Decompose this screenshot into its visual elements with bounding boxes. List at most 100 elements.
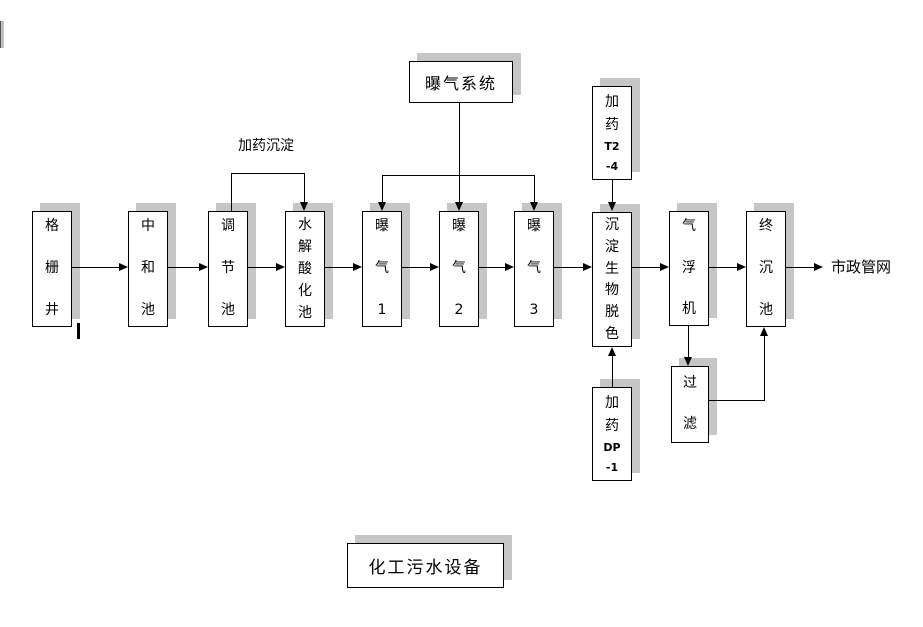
box-hydrolysis-line: 化 (298, 283, 312, 299)
cursor-mark (77, 323, 80, 339)
arrowhead-right-icon (430, 263, 439, 271)
box-aeration-1-line: 气 (375, 260, 389, 276)
arrowhead-right-icon (814, 263, 823, 271)
box-aeration-1: 曝 气 1 (362, 211, 402, 327)
connector-finalpool-municipal (786, 267, 814, 268)
box-hydrolysis-line: 解 (298, 239, 312, 255)
arrowhead-down-icon (608, 202, 616, 211)
connector-aeration1-aeration2 (402, 267, 430, 268)
box-dosing-dp-1-line: 加 (605, 395, 619, 411)
connector-aeration-system-horizontal (382, 175, 535, 176)
box-sedimentation-line: 生 (605, 260, 619, 277)
arrowhead-up-icon (760, 327, 768, 336)
box-aeration-1-line: 曝 (375, 218, 389, 234)
box-hydrolysis-acidification-pool: 水 解 酸 化 池 (285, 211, 325, 327)
box-neutralization-line: 中 (141, 218, 155, 234)
box-final-sedimentation-line: 池 (759, 302, 773, 318)
box-air-flotation-line: 机 (682, 301, 696, 317)
box-filtration: 过 滤 (671, 366, 709, 443)
box-neutralization-line: 和 (141, 260, 155, 276)
box-sedimentation-line: 色 (605, 325, 619, 342)
box-air-flotation-line: 浮 (682, 259, 696, 276)
box-dosing-t2-4: 加 药 T2 -4 (592, 86, 632, 180)
connector-hydrolysis-aeration1 (325, 267, 353, 268)
arrowhead-right-icon (583, 263, 592, 271)
box-air-flotation-line: 气 (682, 218, 696, 234)
box-regulating-line: 节 (221, 260, 235, 276)
box-dosing-dp-1-line: DP (603, 441, 621, 454)
box-hydrolysis-line: 水 (298, 217, 312, 233)
box-dosing-dp-1-line: 药 (605, 418, 619, 434)
aeration-system-label: 曝气系统 (424, 74, 497, 93)
connector-dosing-right-drop (304, 173, 305, 202)
box-dosing-t2-4-line: T2 (604, 140, 620, 153)
box-dosing-t2-4-line: 药 (605, 117, 619, 133)
box-dosing-t2-4-line: -4 (605, 160, 619, 173)
connector-sedimentation-flotation (632, 267, 660, 268)
connector-t2-4-sedimentation (612, 180, 613, 202)
box-grid-well-line: 格 (45, 218, 59, 234)
arrowhead-down-icon (300, 202, 308, 211)
box-grid-well: 格 栅 井 (32, 211, 72, 327)
connector-neutralization-regulating (168, 267, 199, 268)
arrowhead-right-icon (737, 263, 746, 271)
arrowhead-down-icon (378, 202, 386, 211)
box-hydrolysis-line: 池 (298, 305, 312, 321)
connector-gridwell-neutralization (72, 267, 119, 268)
box-filtration-line: 滤 (683, 416, 697, 432)
box-aeration-2-line: 气 (452, 260, 466, 276)
box-grid-well-line: 栅 (45, 260, 59, 276)
box-aeration-3-line: 气 (527, 260, 541, 276)
connector-flotation-finalpool (709, 267, 737, 268)
box-neutralization-line: 池 (141, 302, 155, 318)
arrowhead-right-icon (199, 263, 208, 271)
box-regulating-pool: 调 节 池 (208, 211, 248, 327)
box-caption: 化工污水设备 (347, 543, 504, 588)
connector-aeration3-sedimentation (554, 267, 583, 268)
box-regulating-line: 调 (221, 218, 235, 234)
connector-filtration-final-vertical (764, 336, 765, 401)
arrowhead-right-icon (505, 263, 514, 271)
connector-flotation-filtration (688, 326, 689, 357)
dosing-sedimentation-label: 加药沉淀 (238, 138, 294, 154)
connector-dosing-left-drop (231, 173, 232, 211)
connector-aeration-drop-1 (382, 175, 383, 202)
arrowhead-up-icon (608, 347, 616, 356)
box-final-sedimentation-pool: 终 沉 池 (746, 211, 786, 327)
connector-aeration-system-stem (459, 103, 460, 202)
box-sedimentation-line: 沉 (605, 217, 619, 233)
arrowhead-down-icon (530, 202, 538, 211)
box-dosing-dp-1: 加 药 DP -1 (592, 387, 632, 481)
caption-label: 化工污水设备 (368, 558, 483, 578)
arrowhead-right-icon (119, 263, 128, 271)
arrowhead-right-icon (660, 263, 669, 271)
box-aeration-3-line: 3 (529, 302, 539, 318)
arrowhead-right-icon (276, 263, 285, 271)
connector-filtration-final-horizontal (709, 400, 765, 401)
connector-dosing-horizontal (231, 173, 305, 174)
box-dosing-t2-4-line: 加 (605, 94, 619, 110)
box-aeration-3-line: 曝 (527, 218, 541, 234)
box-aeration-system: 曝气系统 (409, 61, 513, 103)
connector-regulating-hydrolysis (248, 267, 276, 268)
box-final-sedimentation-line: 终 (759, 218, 773, 234)
box-aeration-2: 曝 气 2 (439, 211, 479, 327)
box-sedimentation-line: 物 (605, 282, 619, 299)
arrowhead-down-icon (684, 357, 692, 366)
connector-aeration-drop-3 (534, 175, 535, 202)
box-aeration-1-line: 1 (377, 302, 387, 318)
box-sedimentation-line: 淀 (605, 238, 619, 255)
box-regulating-line: 池 (221, 302, 235, 318)
arrowhead-down-icon (455, 202, 463, 211)
municipal-pipe-network-label: 市政管网 (831, 258, 892, 276)
box-sedimentation-bio-decolor: 沉 淀 生 物 脱 色 (592, 212, 632, 347)
box-final-sedimentation-line: 沉 (759, 260, 773, 276)
left-edge-artifact (0, 21, 4, 48)
box-aeration-3: 曝 气 3 (514, 211, 554, 327)
box-air-flotation: 气 浮 机 (669, 211, 709, 326)
box-hydrolysis-line: 酸 (298, 261, 312, 277)
box-neutralization-pool: 中 和 池 (128, 211, 168, 327)
box-dosing-dp-1-line: -1 (605, 461, 619, 474)
arrowhead-right-icon (353, 263, 362, 271)
